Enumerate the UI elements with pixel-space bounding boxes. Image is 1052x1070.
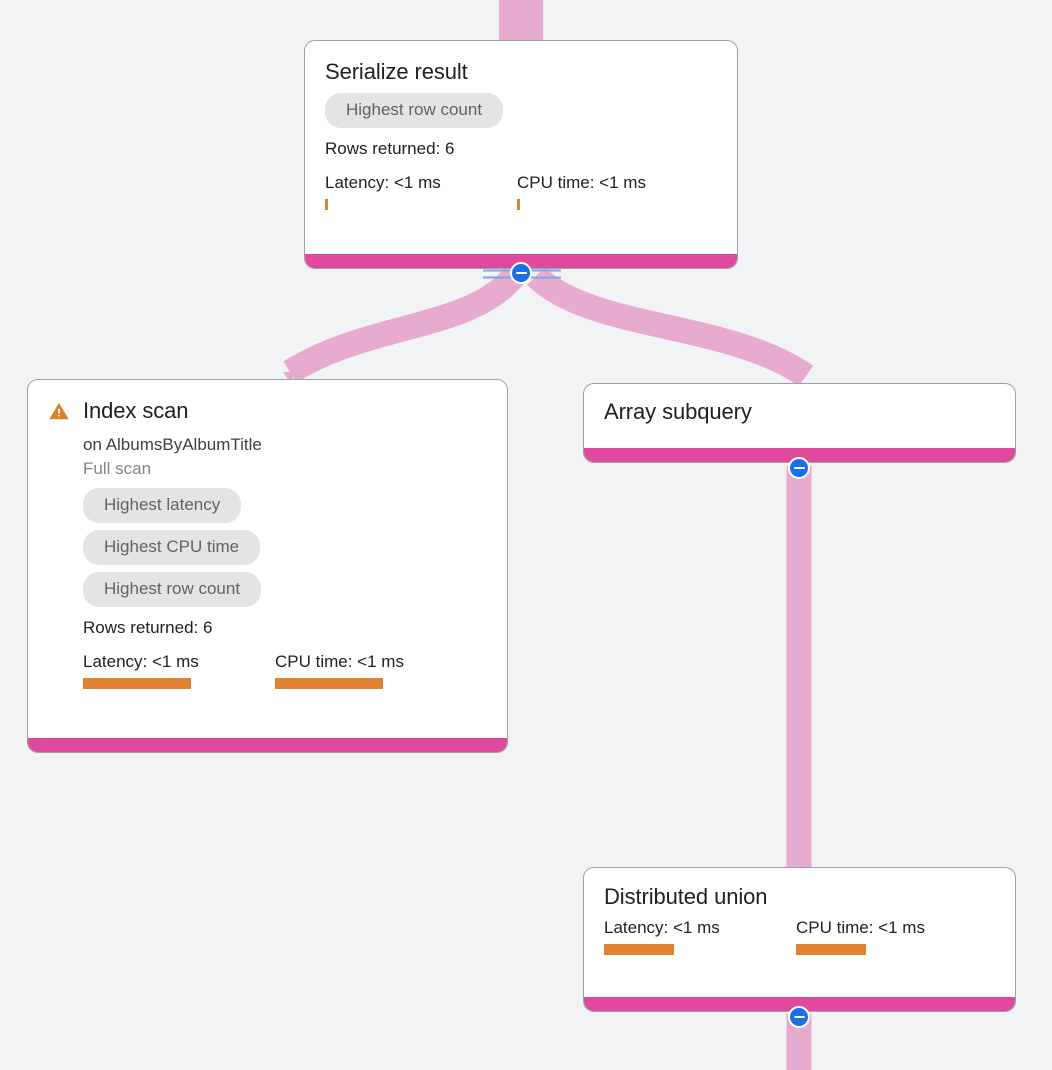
- rows-returned: Rows returned: 6: [83, 618, 213, 637]
- metric-cpu-time: CPU time: <1 ms: [796, 918, 925, 955]
- node-body: Index scan on AlbumsByAlbumTitle Full sc…: [28, 380, 507, 738]
- chip-highest-row-count: Highest row count: [325, 93, 504, 128]
- toggle-distributed-union[interactable]: [788, 1006, 810, 1028]
- node-serialize-result[interactable]: Serialize result Highest row count Rows …: [304, 40, 738, 269]
- node-array-subquery[interactable]: Array subquery: [583, 383, 1016, 463]
- metric-latency: Latency: <1 ms: [83, 652, 275, 689]
- node-subtitle-muted: Full scan: [83, 459, 152, 478]
- node-footer-bar: [28, 738, 507, 752]
- metric-cpu-time-bar: [796, 944, 866, 955]
- metric-latency-bar: [83, 678, 191, 689]
- node-body: Serialize result Highest row count Rows …: [305, 41, 737, 254]
- node-footer-bar: [584, 448, 1015, 462]
- metric-latency: Latency: <1 ms: [604, 918, 796, 955]
- warning-triangle-icon: [49, 402, 69, 420]
- metric-cpu-time-label: CPU time: <1 ms: [275, 652, 404, 671]
- metric-latency-label: Latency: <1 ms: [604, 918, 720, 937]
- node-body: Array subquery: [584, 384, 1015, 448]
- node-title-row: Array subquery: [604, 399, 995, 425]
- toggle-array-subquery[interactable]: [788, 457, 810, 479]
- edge-serialize-result-to-index-scan: [283, 267, 524, 383]
- node-distributed-union[interactable]: Distributed union Latency: <1 ms CPU tim…: [583, 867, 1016, 1012]
- chip-list: Highest row count: [325, 93, 717, 128]
- edge-serialize-result-to-array-subquery: [527, 266, 814, 387]
- node-title: Distributed union: [604, 884, 768, 909]
- metric-cpu-time-bar: [517, 199, 520, 210]
- node-title-row: Serialize result: [325, 59, 717, 85]
- metric-latency-label: Latency: <1 ms: [83, 652, 199, 671]
- metrics-row: Latency: <1 ms CPU time: <1 ms: [604, 918, 995, 955]
- metric-cpu-time: CPU time: <1 ms: [517, 173, 646, 210]
- metric-cpu-time-label: CPU time: <1 ms: [517, 173, 646, 192]
- metric-latency-label: Latency: <1 ms: [325, 173, 441, 192]
- metrics-row: Latency: <1 ms CPU time: <1 ms: [325, 173, 717, 210]
- metric-cpu-time: CPU time: <1 ms: [275, 652, 404, 689]
- metric-latency-bar: [604, 944, 674, 955]
- metric-latency: Latency: <1 ms: [325, 173, 517, 210]
- chip-list: Highest latency Highest CPU time Highest…: [83, 488, 487, 607]
- node-title: Array subquery: [604, 399, 752, 424]
- node-body: Distributed union Latency: <1 ms CPU tim…: [584, 868, 1015, 997]
- node-index-scan[interactable]: Index scan on AlbumsByAlbumTitle Full sc…: [27, 379, 508, 753]
- node-footer-bar: [305, 254, 737, 268]
- metrics-row: Latency: <1 ms CPU time: <1 ms: [83, 652, 487, 689]
- metric-latency-bar: [325, 199, 328, 210]
- node-footer-bar: [584, 997, 1015, 1011]
- rows-returned: Rows returned: 6: [325, 139, 455, 158]
- metric-cpu-time-label: CPU time: <1 ms: [796, 918, 925, 937]
- node-title-row: Distributed union: [604, 884, 995, 910]
- node-title: Index scan: [83, 398, 189, 423]
- chip-highest-cpu-time: Highest CPU time: [83, 530, 261, 565]
- toggle-serialize-result[interactable]: [510, 262, 532, 284]
- node-title-row: Index scan: [48, 398, 487, 424]
- metric-cpu-time-bar: [275, 678, 383, 689]
- node-title: Serialize result: [325, 59, 468, 84]
- node-subtitle: on AlbumsByAlbumTitle: [83, 435, 262, 454]
- chip-highest-latency: Highest latency: [83, 488, 242, 523]
- chip-highest-row-count: Highest row count: [83, 572, 262, 607]
